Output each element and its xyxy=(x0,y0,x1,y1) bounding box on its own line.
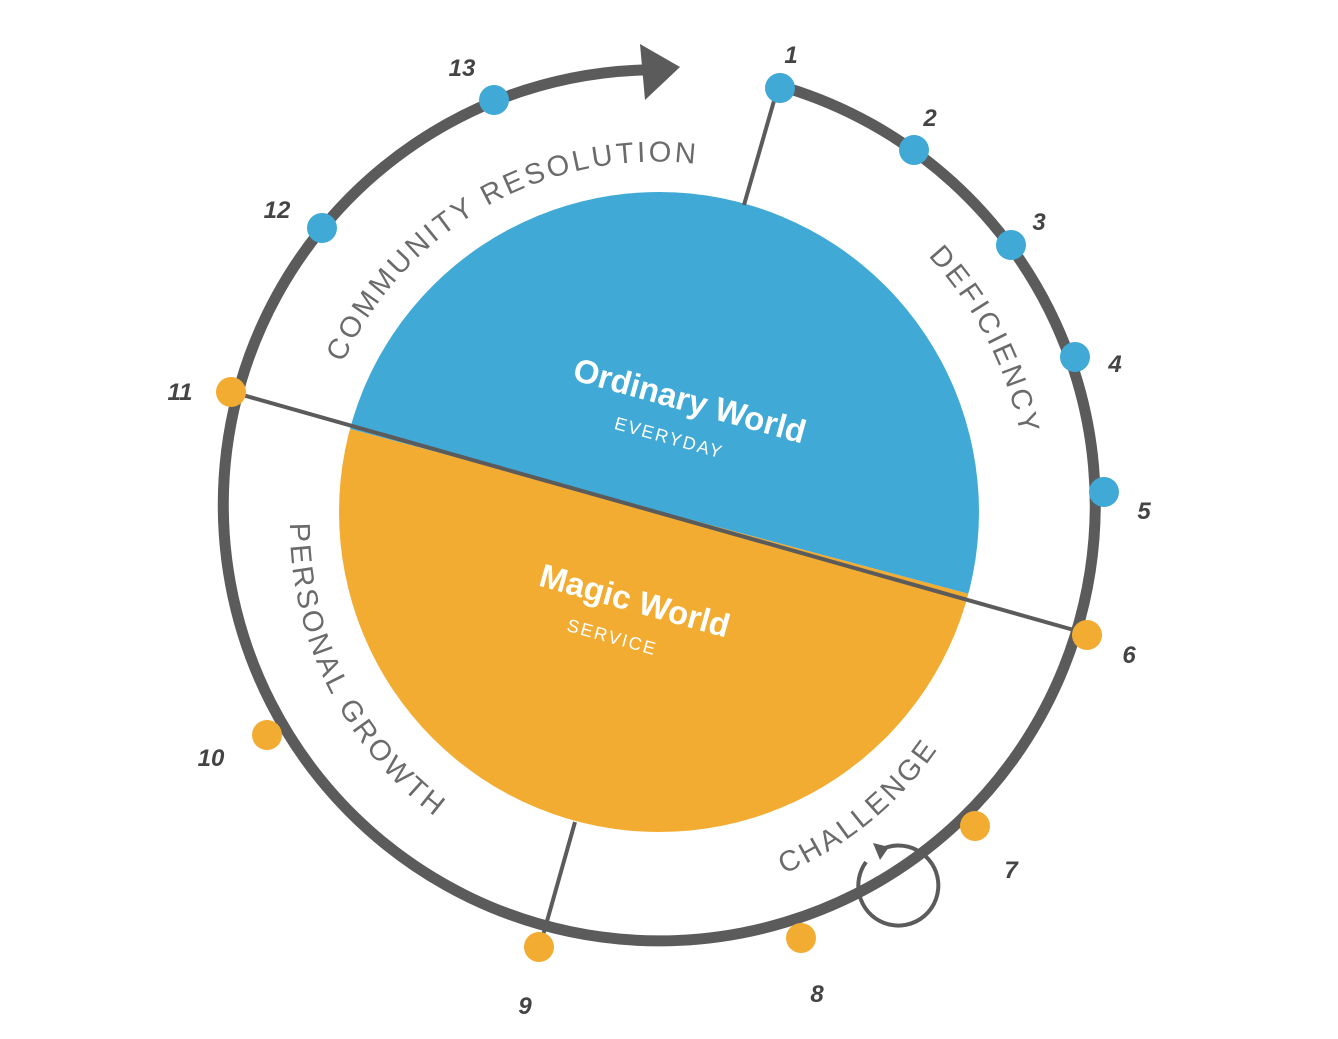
step-number-11: 11 xyxy=(168,379,193,406)
connector-lines xyxy=(231,86,1089,947)
step-dot-12 xyxy=(307,213,337,243)
world-divider-line xyxy=(231,390,1089,636)
step-number-12: 12 xyxy=(264,197,291,224)
step-number-5: 5 xyxy=(1137,498,1151,525)
step-dot-5 xyxy=(1089,477,1119,507)
step-dot-7 xyxy=(960,811,990,841)
step-dot-4 xyxy=(1060,342,1090,372)
step-dot-6 xyxy=(1072,620,1102,650)
step-dot-2 xyxy=(899,135,929,165)
center-circle xyxy=(339,192,979,832)
step-number-3: 3 xyxy=(1032,209,1046,236)
connector-line-step-1 xyxy=(742,86,780,206)
step-number-10: 10 xyxy=(198,745,225,772)
step-number-6: 6 xyxy=(1122,642,1136,669)
step-dot-1 xyxy=(765,73,795,103)
magic-world-half xyxy=(339,389,979,832)
step-dot-9 xyxy=(524,932,554,962)
direction-arrow-icon xyxy=(640,44,680,100)
step-number-13: 13 xyxy=(449,55,476,82)
step-number-1: 1 xyxy=(784,42,797,69)
step-dot-13 xyxy=(479,85,509,115)
loop-arrow-icon xyxy=(856,843,941,928)
step-dot-10 xyxy=(252,720,282,750)
step-dot-11 xyxy=(216,377,246,407)
connector-line-step-9 xyxy=(538,821,577,947)
step-number-9: 9 xyxy=(518,993,532,1020)
step-number-2: 2 xyxy=(922,105,937,132)
step-dot-3 xyxy=(996,230,1026,260)
step-dot-8 xyxy=(786,923,816,953)
ring-top-arc xyxy=(492,64,644,107)
step-number-4: 4 xyxy=(1107,351,1121,378)
step-number-7: 7 xyxy=(1004,857,1019,884)
step-number-8: 8 xyxy=(810,981,824,1008)
